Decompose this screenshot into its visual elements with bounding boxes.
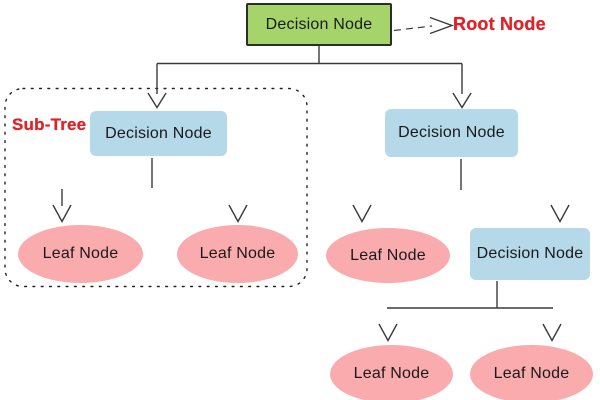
node-right-decision-2: Decision Node xyxy=(470,228,590,280)
arrowhead-subtree-leaf-left xyxy=(52,204,72,223)
arrowhead-root-annotation xyxy=(429,16,455,35)
arrowhead-right-decision xyxy=(452,92,472,109)
node-bottom-leaf-left: Leaf Node xyxy=(330,345,453,400)
node-bottom-leaf-right: Leaf Node xyxy=(470,345,593,400)
node-subtree-decision: Decision Node xyxy=(90,111,227,156)
edge-root-annotation xyxy=(393,25,433,32)
root-node-annotation: Root Node xyxy=(453,14,546,34)
arrowhead-right-leaf xyxy=(352,204,372,223)
arrowhead-left-decision xyxy=(147,92,167,109)
node-root-decision: Decision Node xyxy=(246,3,392,46)
arrowhead-right-decision-2 xyxy=(550,204,570,223)
node-subtree-leaf-left: Leaf Node xyxy=(18,225,143,283)
arrowhead-subtree-leaf-right xyxy=(228,204,248,223)
subtree-annotation: Sub-Tree xyxy=(12,115,87,134)
node-right-leaf: Leaf Node xyxy=(326,228,450,283)
arrowhead-bottom-leaf-left xyxy=(378,323,398,342)
node-subtree-leaf-right: Leaf Node xyxy=(177,225,298,283)
node-right-decision: Decision Node xyxy=(385,109,518,157)
arrowhead-bottom-leaf-right xyxy=(542,323,562,342)
